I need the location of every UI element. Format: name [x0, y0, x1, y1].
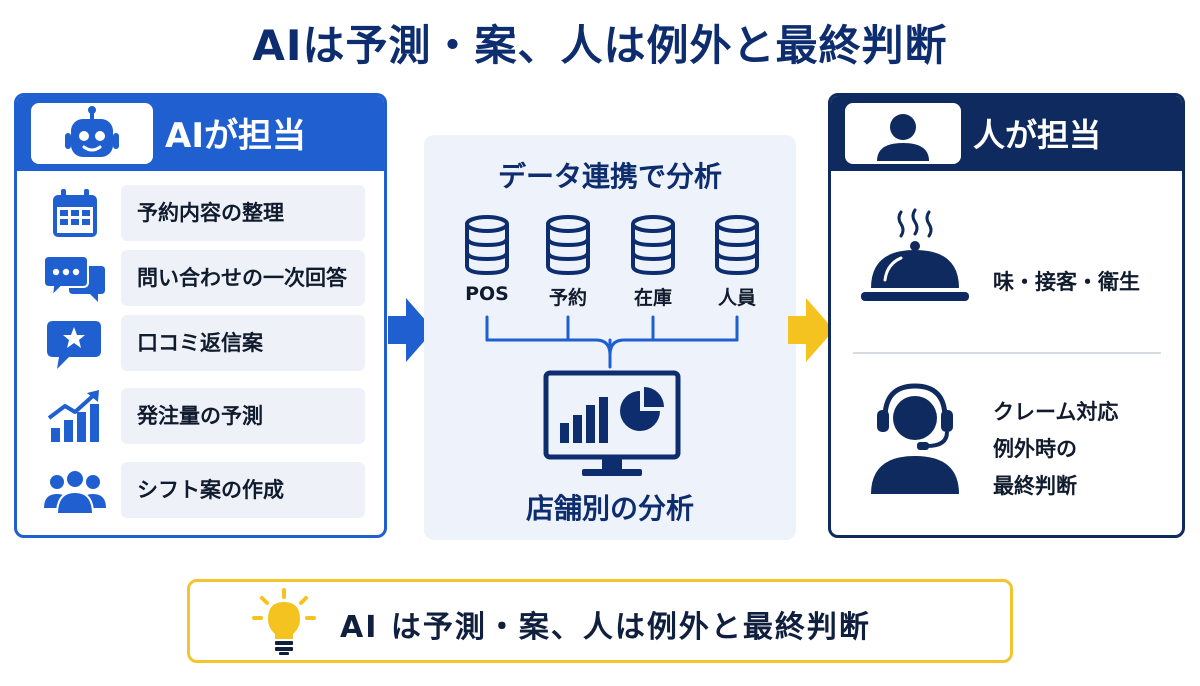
data-integration-title: データ連携で分析 — [497, 160, 722, 193]
data-source-item: POS — [447, 215, 527, 315]
human-role-label: クレーム対応 例外時の 最終判断 — [993, 394, 1118, 505]
human-role-line: 最終判断 — [993, 474, 1077, 498]
database-icon — [546, 215, 590, 275]
star-speech-bubble-icon — [43, 317, 107, 371]
human-role-line: クレーム対応 — [993, 400, 1119, 424]
store-analysis-label: 店舗別の分析 — [525, 492, 694, 525]
data-source-label: POS — [465, 283, 509, 305]
data-integration-panel: データ連携で分析 POS 予約 — [424, 135, 796, 540]
cloche-icon — [861, 208, 969, 301]
arrow-right-icon — [388, 296, 434, 368]
headset-operator-icon — [871, 383, 959, 494]
chat-bubbles-icon — [43, 252, 107, 306]
ai-task-item: 口コミ返信案 — [17, 315, 384, 373]
human-panel-header: 人が担当 — [831, 96, 1182, 171]
human-panel-title: 人が担当 — [973, 116, 1102, 154]
ai-task-item: 予約内容の整理 — [17, 185, 384, 243]
summary-banner: AI は予測・案、人は例外と最終判断 — [187, 579, 1013, 663]
data-source-label: 予約 — [548, 287, 587, 309]
ai-panel-title: AIが担当 — [165, 116, 306, 156]
data-source-item: 在庫 — [613, 215, 693, 315]
human-panel: 人が担当 味・接客・衛生 クレーム対応 例外時の 最終判断 — [828, 93, 1185, 538]
data-connector-lines — [485, 315, 739, 369]
growth-chart-icon — [43, 390, 107, 444]
divider — [853, 352, 1161, 354]
data-source-item: 人員 — [697, 215, 777, 315]
page-title: AIは予測・案、人は例外と最終判断 — [252, 21, 948, 70]
analytics-monitor-icon — [543, 370, 681, 476]
ai-task-item: 問い合わせの一次回答 — [17, 250, 384, 308]
people-group-icon — [43, 464, 107, 518]
robot-icon — [31, 103, 153, 164]
ai-panel-header: AIが担当 — [17, 96, 384, 171]
ai-task-label: 発注量の予測 — [121, 388, 365, 444]
database-icon — [715, 215, 759, 275]
data-source-label: 在庫 — [633, 287, 672, 309]
lightbulb-icon — [252, 588, 316, 655]
human-role-label: 味・接客・衛生 — [993, 264, 1140, 301]
ai-panel: AIが担当 予約内容の整理 問い合わせの一 — [14, 93, 387, 538]
person-icon — [845, 103, 961, 164]
database-icon — [631, 215, 675, 275]
arrow-right-icon — [788, 296, 834, 368]
human-role-line: 味・接客・衛生 — [993, 270, 1140, 294]
human-role-line: 例外時の — [993, 437, 1077, 461]
ai-task-label: 予約内容の整理 — [121, 185, 365, 241]
ai-task-label: 問い合わせの一次回答 — [121, 250, 365, 306]
ai-task-item: 発注量の予測 — [17, 388, 384, 446]
summary-text: AI は予測・案、人は例外と最終判断 — [340, 610, 871, 645]
database-icon — [465, 215, 509, 275]
data-source-item: 予約 — [528, 215, 608, 315]
ai-task-label: 口コミ返信案 — [121, 315, 365, 371]
calendar-icon — [43, 187, 107, 241]
data-source-label: 人員 — [717, 287, 756, 309]
ai-task-label: シフト案の作成 — [121, 462, 365, 518]
ai-task-item: シフト案の作成 — [17, 462, 384, 520]
